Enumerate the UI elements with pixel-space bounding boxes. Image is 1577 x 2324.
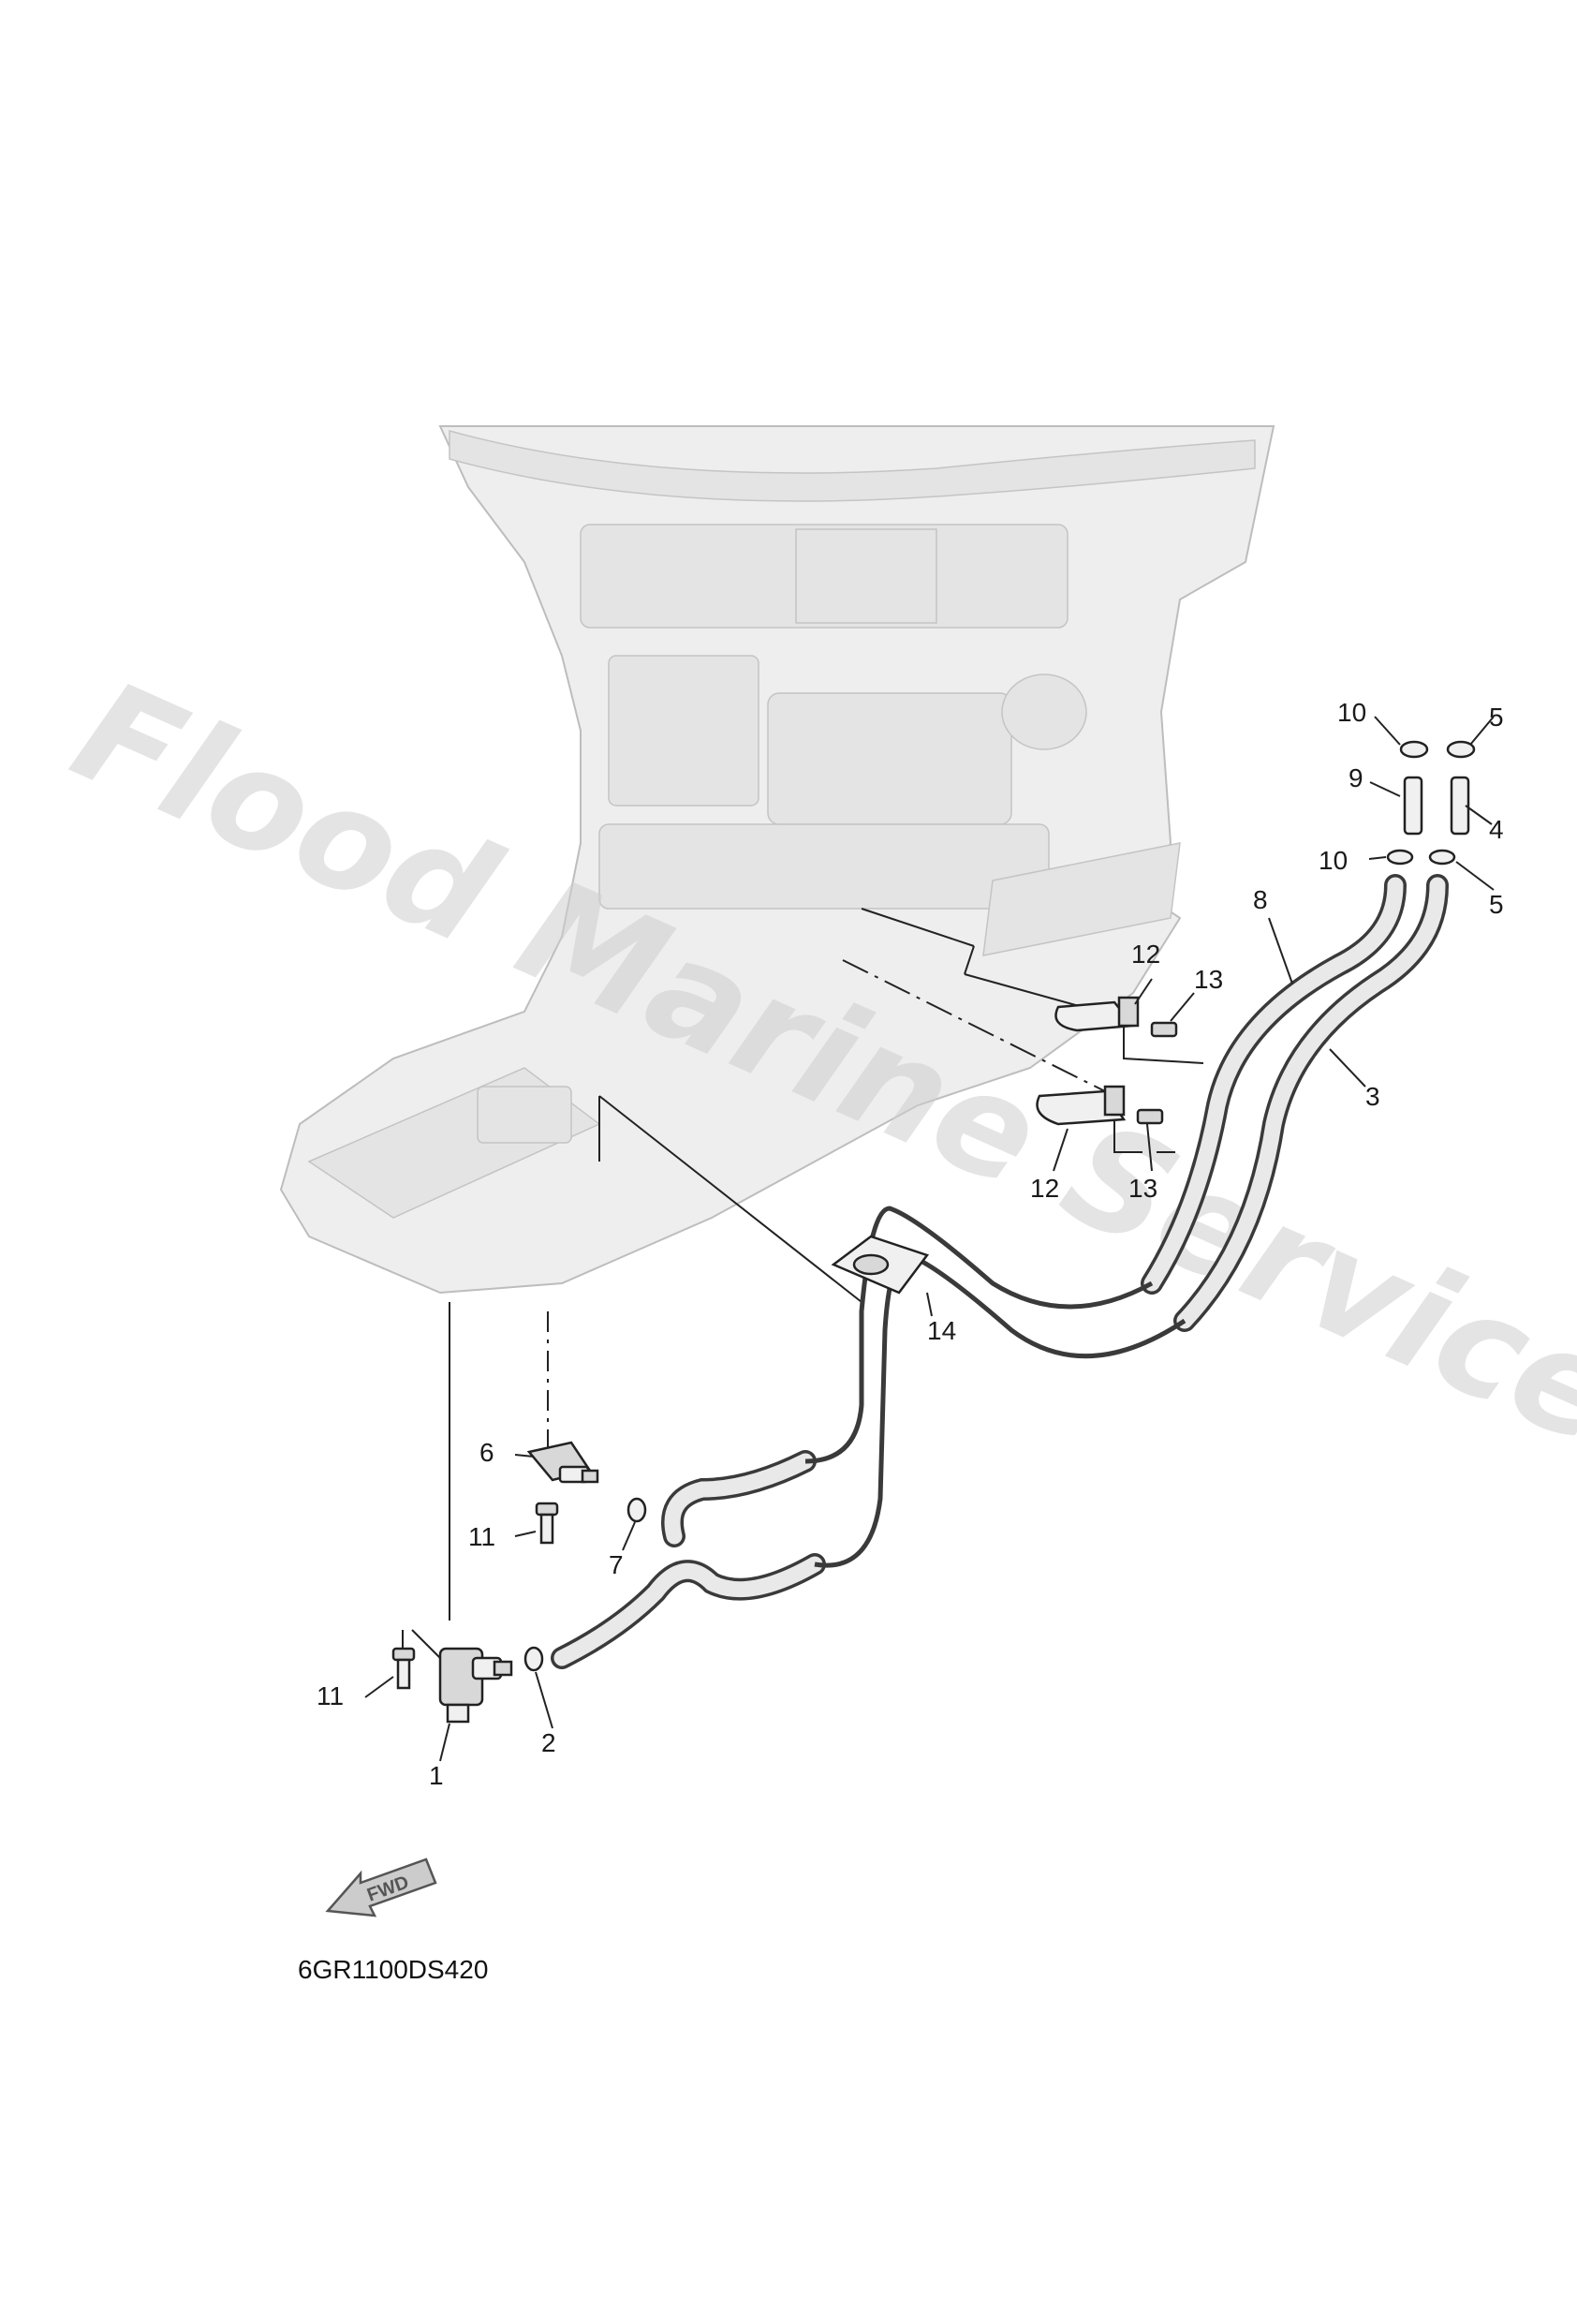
callout-4: 4 <box>1489 815 1504 844</box>
fwd-arrow-icon: FWD <box>325 1858 437 1917</box>
callout-13-lower: 13 <box>1128 1174 1157 1203</box>
hoses <box>551 874 1449 1669</box>
callout-12-upper: 12 <box>1131 940 1160 969</box>
callout-7: 7 <box>609 1550 624 1579</box>
bolts-part-11 <box>391 1502 559 1690</box>
fitting-part-6 <box>526 1441 599 1484</box>
screws-part-13 <box>1136 1021 1178 1125</box>
callout-11-upper: 11 <box>468 1522 495 1551</box>
clamps-part-2-7 <box>523 1497 647 1672</box>
top-fittings <box>1386 740 1476 866</box>
callout-8: 8 <box>1253 885 1268 914</box>
callout-2: 2 <box>541 1728 556 1757</box>
callout-11-lower: 11 <box>317 1681 344 1710</box>
callout-6: 6 <box>479 1438 494 1467</box>
callout-labels: 1 2 3 4 5 5 6 7 8 9 10 10 11 11 12 12 13… <box>317 698 1504 1790</box>
callout-1: 1 <box>429 1761 444 1790</box>
drawing-code: 6GR1100DS420 <box>298 1955 488 1984</box>
callout-3: 3 <box>1365 1082 1380 1111</box>
callout-10-bottom: 10 <box>1319 846 1348 875</box>
grommet-part-14 <box>831 1235 930 1295</box>
callout-14: 14 <box>927 1316 956 1345</box>
callout-13-upper: 13 <box>1194 965 1223 994</box>
callout-9: 9 <box>1349 763 1363 792</box>
lower-unit-background <box>279 425 1275 1295</box>
callout-5-bottom: 5 <box>1489 890 1504 919</box>
fitting-part-1 <box>438 1647 513 1724</box>
callout-leaders <box>364 716 1495 1762</box>
holders-part-12 <box>1036 996 1140 1126</box>
callout-5-top: 5 <box>1489 703 1504 732</box>
callout-12-lower: 12 <box>1030 1174 1059 1203</box>
callout-10-top: 10 <box>1337 698 1366 727</box>
